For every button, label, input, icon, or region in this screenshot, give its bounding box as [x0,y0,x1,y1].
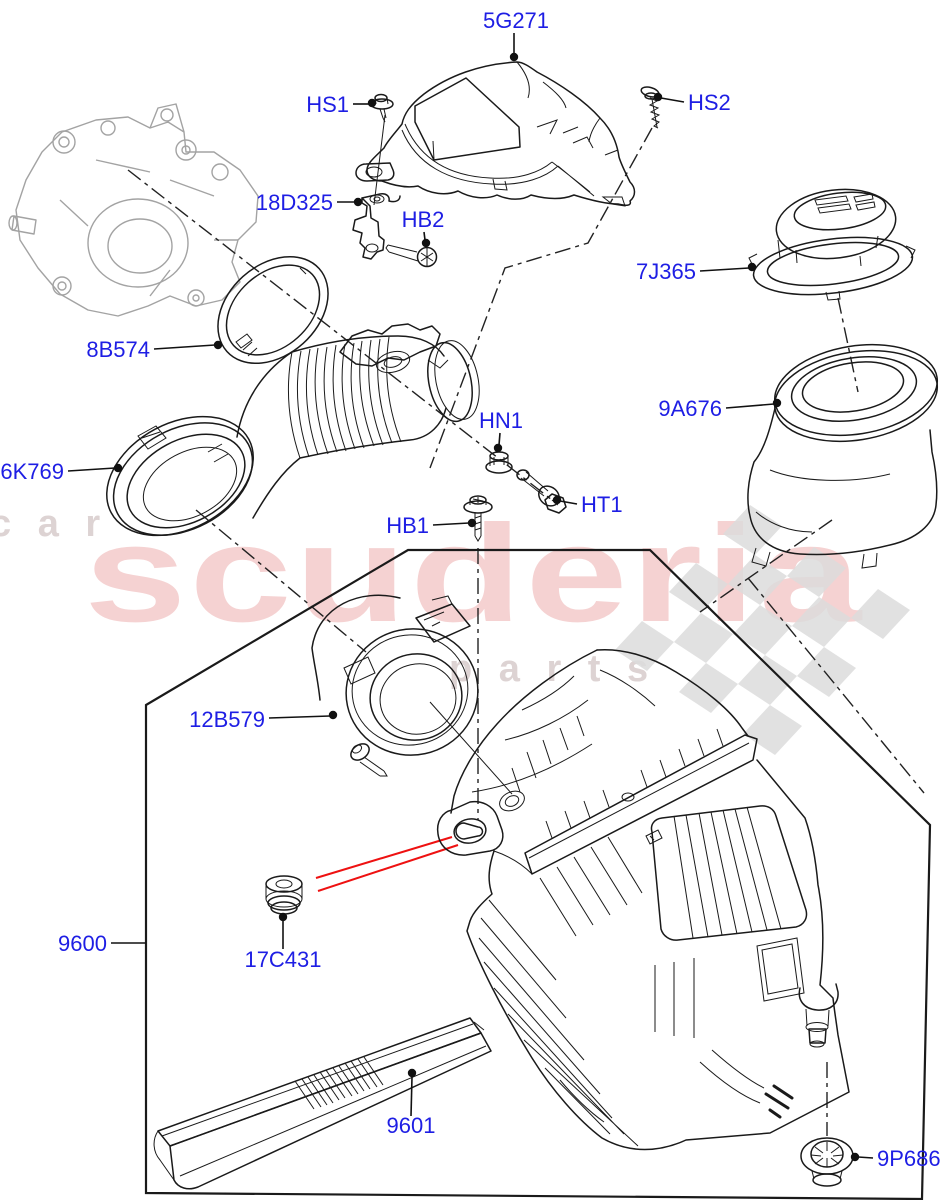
callout-ht1: HT1 [552,492,623,517]
part-label-8b574[interactable]: 8B574 [86,337,150,362]
callout-hb1: HB1 [386,513,477,538]
part-label-hb1[interactable]: HB1 [386,513,429,538]
air-cleaner-cover-drawing [355,61,636,207]
grommet-9p686-drawing [800,1137,854,1187]
callout-9p686: 9P686 [850,1146,941,1171]
maf-sensor-12b579-drawing [311,594,513,795]
screw-hs2-drawing [640,86,661,129]
callout-12b579: 12B579 [189,707,338,732]
part-label-9600[interactable]: 9600 [58,931,107,956]
callout-9601: 9601 [387,1068,436,1138]
part-label-7j365[interactable]: 7J365 [636,259,696,284]
bolt-hb2-drawing [385,244,438,268]
watermark: scuderia c a r p a r t s [0,497,910,755]
part-label-12b579[interactable]: 12B579 [189,707,265,732]
air-cleaner-housing-drawing [436,648,850,1151]
callout-hs2: HS2 [653,90,731,115]
callout-8b574: 8B574 [86,337,223,362]
part-label-hs1[interactable]: HS1 [306,92,349,117]
part-label-9p686[interactable]: 9P686 [877,1146,941,1171]
clamp-8b574-drawing [217,255,329,365]
callout-5g271: 5G271 [483,8,549,62]
part-label-9a676[interactable]: 9A676 [658,396,722,421]
part-label-9601[interactable]: 9601 [387,1113,436,1138]
part-label-hs2[interactable]: HS2 [688,90,731,115]
callout-hn1: HN1 [479,408,523,453]
bracket-18d325-drawing [352,193,401,260]
callout-9600: 9600 [58,931,146,956]
part-label-5g271[interactable]: 5G271 [483,8,549,33]
callouts: 5G271 HS1 HS2 18D325 HB2 7J365 8B574 9A [0,8,940,1171]
filter-element-9601-drawing [153,1017,492,1190]
assembly-frame-9600 [144,548,932,1200]
watermark-sub-left-text: c a r [0,503,108,545]
callout-18d325: 18D325 [256,190,363,215]
red-pointer-lines [315,836,459,892]
throttle-body-reference-drawing [8,103,259,317]
watermark-sub-right-text: p a r t s [449,648,656,690]
part-label-6k769[interactable]: 6K769 [0,459,64,484]
callout-17c431: 17C431 [244,912,322,972]
callout-7j365: 7J365 [636,259,757,284]
bolt-ht1-drawing [516,469,567,514]
checkered-flag-graphic [615,505,910,755]
part-label-ht1[interactable]: HT1 [581,492,623,517]
part-label-17c431[interactable]: 17C431 [244,947,321,972]
callout-9a676: 9A676 [658,396,782,421]
callout-hs1: HS1 [306,92,377,117]
callout-hb2: HB2 [402,207,445,248]
grommet-17c431-drawing [265,875,303,915]
nut-hn1-drawing [485,451,513,474]
callout-6k769: 6K769 [0,459,123,484]
intake-hose-6k769-drawing [106,323,480,537]
part-label-18d325[interactable]: 18D325 [256,190,333,215]
resonator-7j365-drawing [748,188,916,301]
part-label-hb2[interactable]: HB2 [402,207,445,232]
screw-hs1-drawing [370,93,394,123]
part-label-hn1[interactable]: HN1 [479,408,523,433]
